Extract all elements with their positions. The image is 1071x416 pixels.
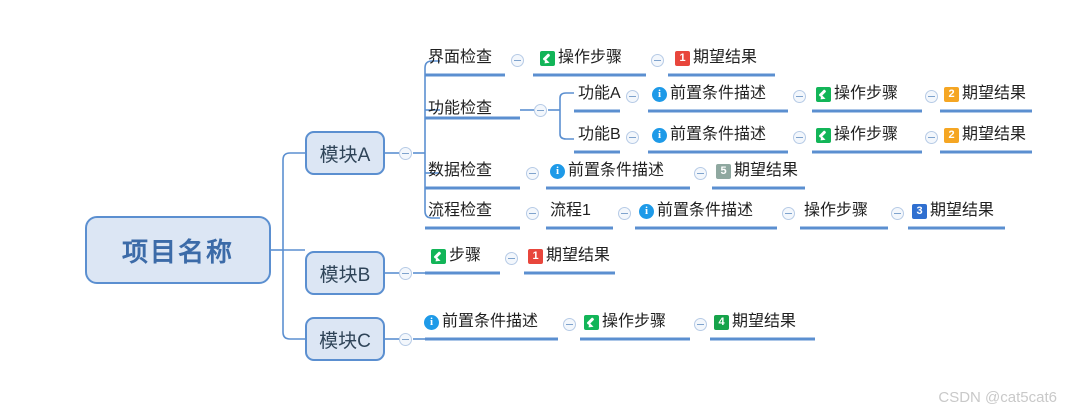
collapse-toggle-module-a[interactable]: [399, 147, 412, 160]
topic-func-b-expected-label: 期望结果: [962, 126, 1027, 143]
topic-ui-steps[interactable]: 操作步骤: [540, 50, 622, 66]
info-icon: i: [639, 203, 654, 219]
topic-mod-c-expected[interactable]: 4 期望结果: [714, 314, 796, 330]
topic-func-b[interactable]: 功能B: [578, 127, 621, 143]
topic-mod-b-steps-label: 步骤: [449, 247, 482, 264]
topic-ui-steps-label: 操作步骤: [558, 49, 623, 66]
collapse-toggle-mod-c-pre[interactable]: [563, 318, 576, 331]
topic-flow-1[interactable]: 流程1: [550, 203, 591, 219]
topic-mod-c-precondition-label: 前置条件描述: [442, 313, 539, 330]
topic-func-a-precondition[interactable]: i 前置条件描述: [652, 86, 766, 102]
topic-flow-steps-label: 操作步骤: [804, 202, 869, 219]
root-node-label: 项目名称: [121, 236, 234, 267]
pencil-icon: [540, 50, 555, 66]
info-icon: i: [652, 127, 667, 143]
topic-func-a-expected[interactable]: 2 期望结果: [944, 86, 1026, 102]
badge-5-icon: 5: [716, 163, 731, 179]
topic-func-a-precondition-label: 前置条件描述: [670, 85, 767, 102]
collapse-toggle-flow-check[interactable]: [526, 207, 539, 220]
pencil-icon: [584, 314, 599, 330]
topic-data-precondition[interactable]: i 前置条件描述: [550, 163, 664, 179]
topic-data-check-label: 数据检查: [428, 162, 493, 179]
collapse-toggle-func-a-steps[interactable]: [925, 90, 938, 103]
topic-func-b-steps[interactable]: 操作步骤: [816, 127, 898, 143]
topic-func-a-steps[interactable]: 操作步骤: [816, 86, 898, 102]
module-node-b[interactable]: 模块B: [305, 251, 385, 295]
collapse-toggle-flow-steps[interactable]: [891, 207, 904, 220]
topic-func-b-expected[interactable]: 2 期望结果: [944, 127, 1026, 143]
badge-2-icon: 2: [944, 86, 959, 102]
info-icon: i: [652, 86, 667, 102]
topic-flow-steps[interactable]: 操作步骤: [804, 203, 868, 219]
collapse-toggle-func-a[interactable]: [626, 90, 639, 103]
topic-func-b-label: 功能B: [578, 126, 621, 143]
topic-mod-b-steps[interactable]: 步骤: [431, 248, 481, 264]
topic-func-b-steps-label: 操作步骤: [834, 126, 899, 143]
info-icon: i: [424, 314, 439, 330]
collapse-toggle-mod-b-steps[interactable]: [505, 252, 518, 265]
pencil-icon: [816, 86, 831, 102]
badge-2-icon: 2: [944, 127, 959, 143]
collapse-toggle-flow-pre[interactable]: [782, 207, 795, 220]
topic-flow-expected-label: 期望结果: [930, 202, 995, 219]
collapse-toggle-func-b-pre[interactable]: [793, 131, 806, 144]
topic-func-b-precondition-label: 前置条件描述: [670, 126, 767, 143]
topic-data-expected-label: 期望结果: [734, 162, 799, 179]
topic-ui-check-label: 界面检查: [428, 49, 493, 66]
module-node-c[interactable]: 模块C: [305, 317, 385, 361]
collapse-toggle-data-pre[interactable]: [694, 167, 707, 180]
topic-func-a-label: 功能A: [578, 85, 621, 102]
topic-flow-1-label: 流程1: [550, 202, 591, 219]
topic-data-expected[interactable]: 5 期望结果: [716, 163, 798, 179]
topic-flow-check[interactable]: 流程检查: [428, 203, 492, 219]
topic-mod-c-precondition[interactable]: i 前置条件描述: [424, 314, 538, 330]
topic-mod-b-expected-label: 期望结果: [546, 247, 611, 264]
badge-4-icon: 4: [714, 314, 729, 330]
collapse-toggle-data-check[interactable]: [526, 167, 539, 180]
collapse-toggle-ui-steps[interactable]: [651, 54, 664, 67]
root-node-project-name[interactable]: 项目名称: [85, 216, 271, 284]
collapse-toggle-flow-1[interactable]: [618, 207, 631, 220]
topic-ui-expected-label: 期望结果: [693, 49, 758, 66]
collapse-toggle-module-b[interactable]: [399, 267, 412, 280]
topic-flow-expected[interactable]: 3 期望结果: [912, 203, 994, 219]
topic-flow-precondition-label: 前置条件描述: [657, 202, 754, 219]
collapse-toggle-ui-check[interactable]: [511, 54, 524, 67]
collapse-toggle-module-c[interactable]: [399, 333, 412, 346]
info-icon: i: [550, 163, 565, 179]
topic-func-check[interactable]: 功能检查: [428, 101, 492, 117]
topic-ui-expected[interactable]: 1 期望结果: [675, 50, 757, 66]
topic-func-a-steps-label: 操作步骤: [834, 85, 899, 102]
module-node-a-label: 模块A: [319, 144, 371, 166]
topic-flow-check-label: 流程检查: [428, 202, 493, 219]
topic-func-check-label: 功能检查: [428, 100, 493, 117]
badge-1-icon: 1: [528, 248, 543, 264]
pencil-icon: [816, 127, 831, 143]
badge-1-icon: 1: [675, 50, 690, 66]
collapse-toggle-func-b-steps[interactable]: [925, 131, 938, 144]
pencil-icon: [431, 248, 446, 264]
module-node-b-label: 模块B: [319, 264, 371, 286]
topic-mod-c-steps[interactable]: 操作步骤: [584, 314, 666, 330]
collapse-toggle-func-check[interactable]: [534, 104, 547, 117]
topic-func-b-precondition[interactable]: i 前置条件描述: [652, 127, 766, 143]
topic-ui-check[interactable]: 界面检查: [428, 50, 492, 66]
module-node-a[interactable]: 模块A: [305, 131, 385, 175]
topic-mod-c-expected-label: 期望结果: [732, 313, 797, 330]
topic-flow-precondition[interactable]: i 前置条件描述: [639, 203, 753, 219]
topic-func-a[interactable]: 功能A: [578, 86, 621, 102]
watermark-text: CSDN @cat5cat6: [938, 389, 1057, 406]
topic-data-precondition-label: 前置条件描述: [568, 162, 665, 179]
collapse-toggle-mod-c-steps[interactable]: [694, 318, 707, 331]
topic-mod-b-expected[interactable]: 1 期望结果: [528, 248, 610, 264]
topic-mod-c-steps-label: 操作步骤: [602, 313, 667, 330]
module-node-c-label: 模块C: [319, 330, 371, 352]
collapse-toggle-func-a-pre[interactable]: [793, 90, 806, 103]
collapse-toggle-func-b[interactable]: [626, 131, 639, 144]
badge-3-icon: 3: [912, 203, 927, 219]
topic-data-check[interactable]: 数据检查: [428, 163, 492, 179]
topic-func-a-expected-label: 期望结果: [962, 85, 1027, 102]
